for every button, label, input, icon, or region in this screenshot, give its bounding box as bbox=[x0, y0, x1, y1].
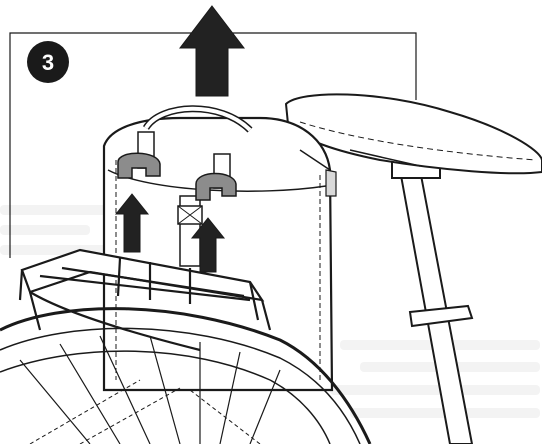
up-arrow-icon bbox=[180, 6, 244, 96]
step-badge: 3 bbox=[27, 41, 69, 83]
side-clip bbox=[326, 170, 336, 196]
seat-post bbox=[392, 160, 472, 444]
step-number: 3 bbox=[42, 50, 54, 75]
